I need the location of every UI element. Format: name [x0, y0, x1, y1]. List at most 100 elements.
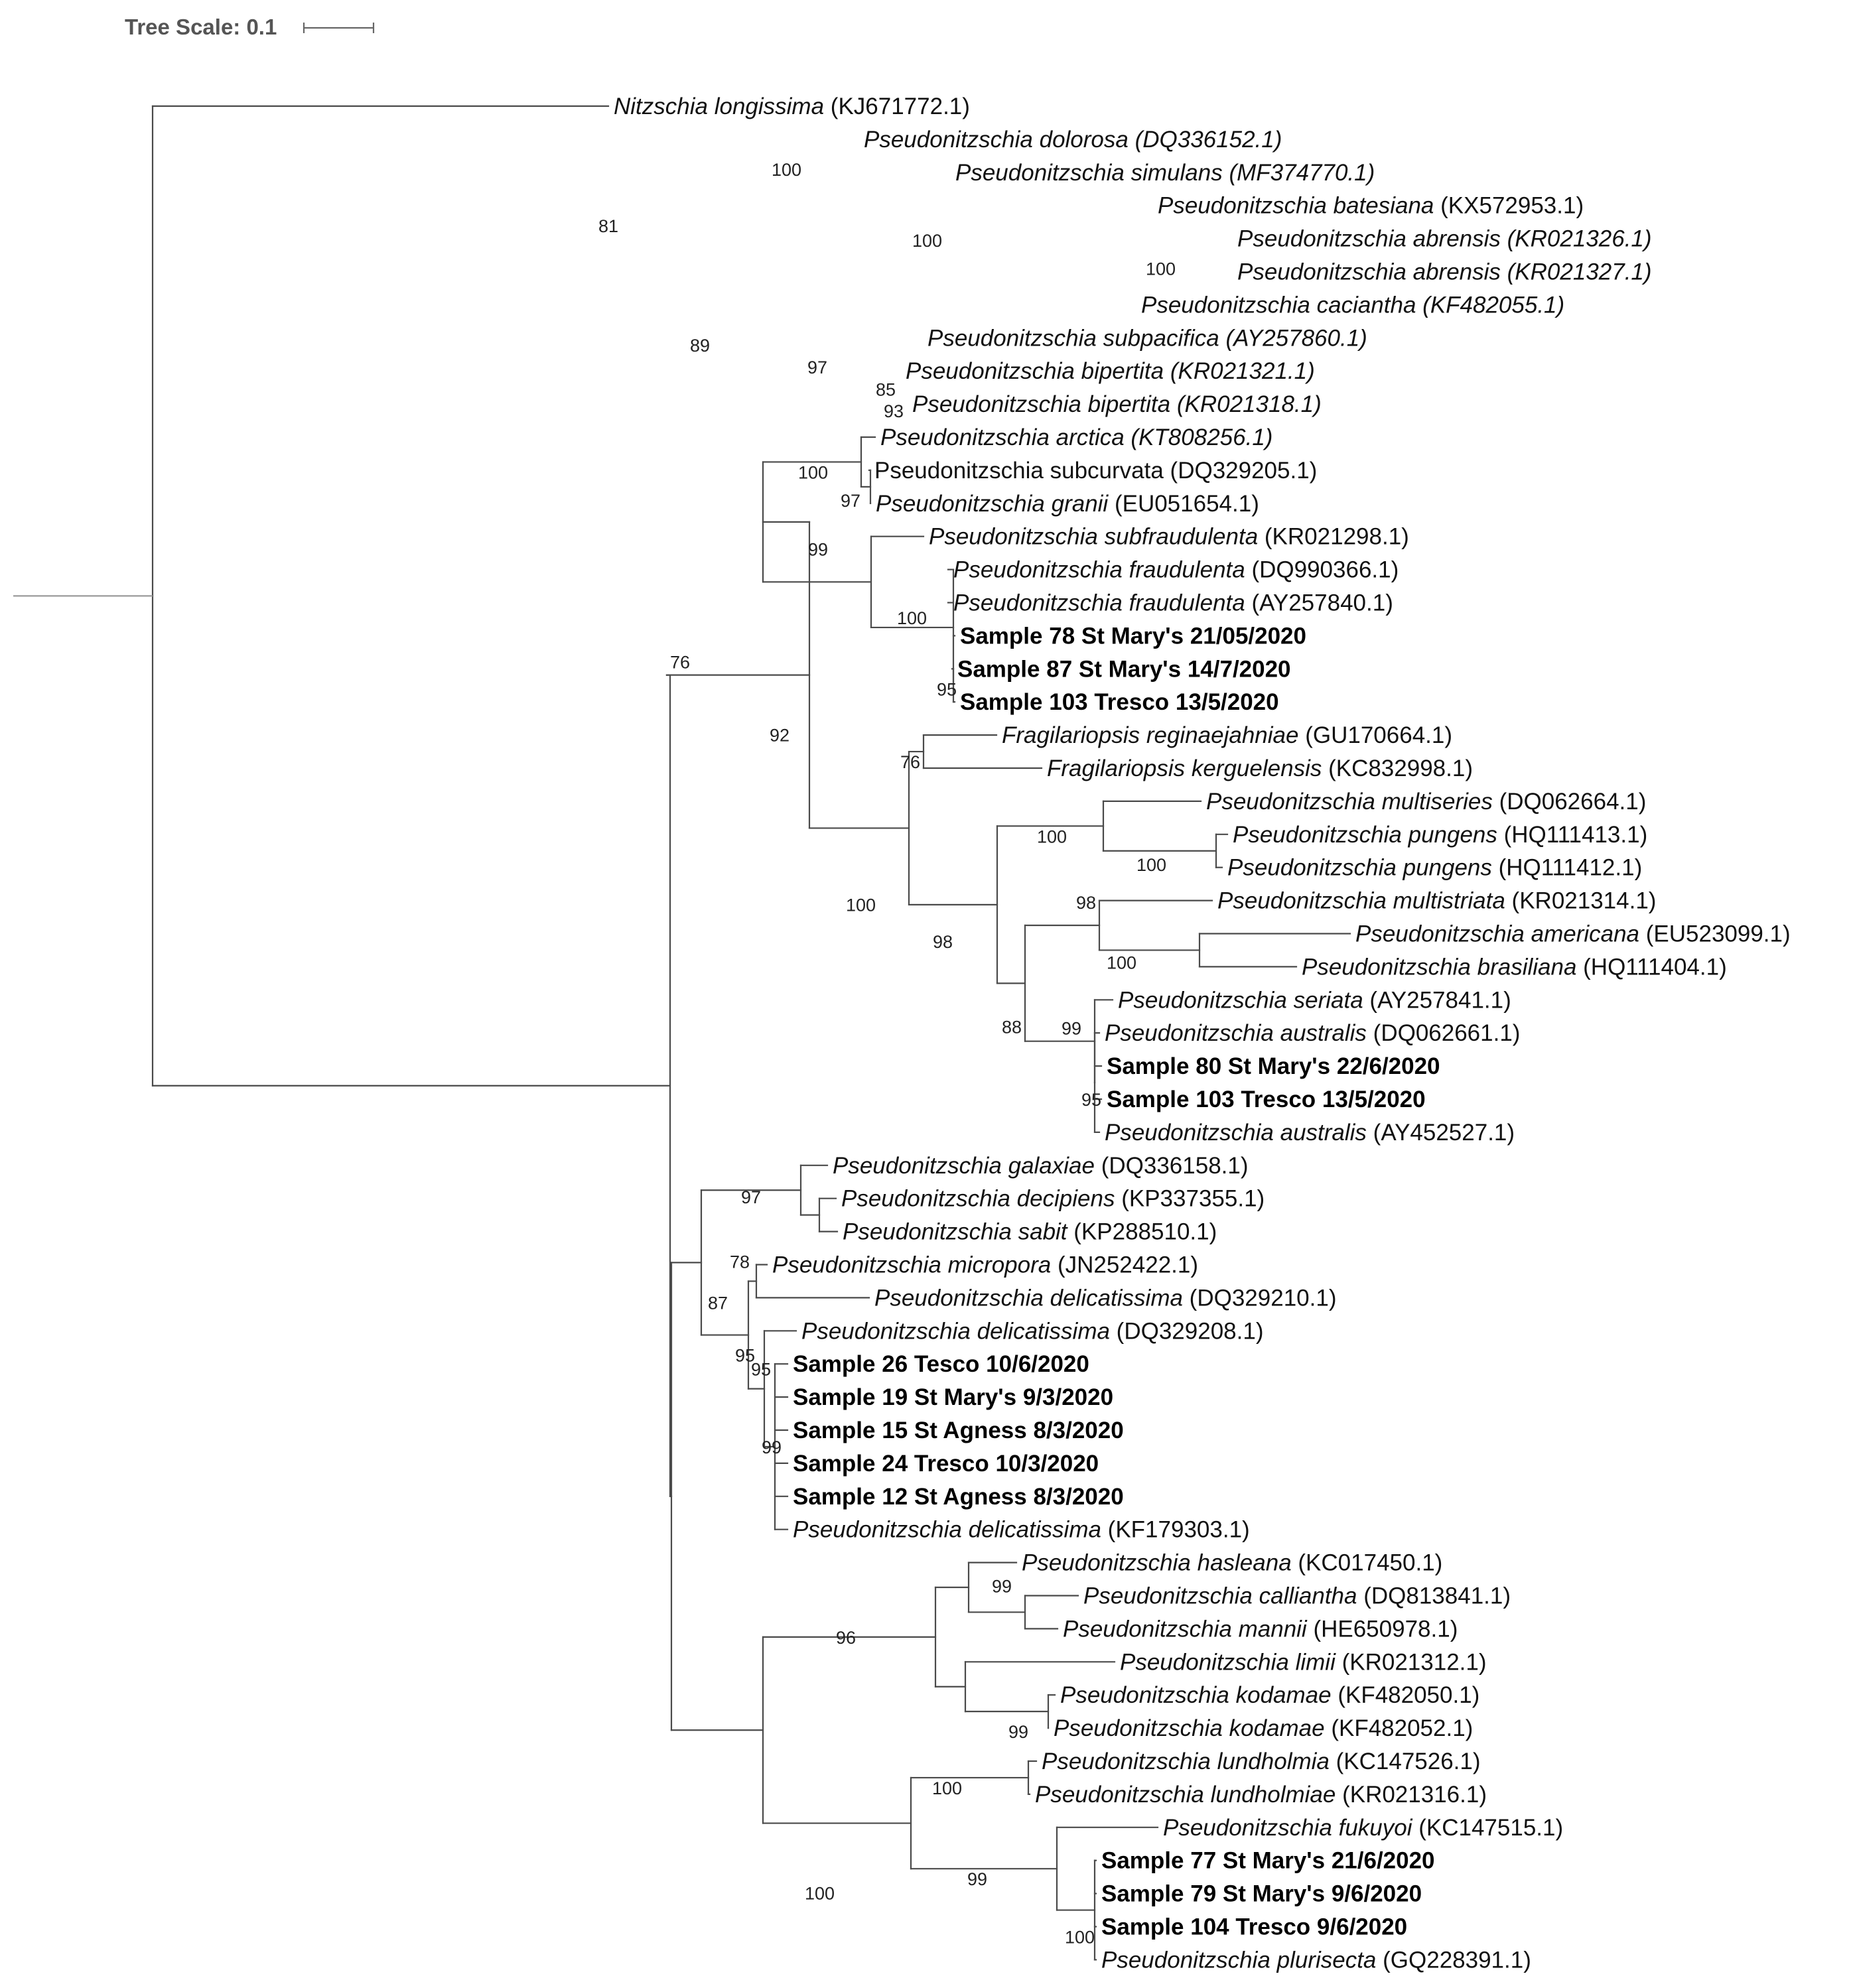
accession-number: (EU523099.1) — [1639, 921, 1791, 947]
sample-label: Sample 104 Tresco 9/6/2020 — [1101, 1914, 1407, 1940]
accession-number: (HQ111413.1) — [1497, 822, 1647, 848]
accession-number: (JN252422.1) — [1051, 1252, 1198, 1278]
accession-number: (KR021298.1) — [1258, 524, 1409, 550]
taxon-label: Pseudonitzschia multiseries (DQ062664.1) — [1206, 789, 1646, 815]
species-name: Pseudonitzschia calliantha — [1083, 1583, 1357, 1609]
species-name: Pseudonitzschia delicatissima — [801, 1318, 1110, 1344]
taxon-labels: Nitzschia longissima (KJ671772.1) Pseudon… — [614, 94, 1791, 1973]
species-name: Pseudonitzschia delicatissima — [874, 1285, 1183, 1311]
species-name: Pseudonitzschia batesiana — [1158, 193, 1434, 219]
accession-number: (KF482055.1) — [1416, 292, 1564, 318]
bootstrap-value: 97 — [841, 491, 860, 511]
bootstrap-value: 100 — [772, 160, 801, 180]
taxon-label: Pseudonitzschia calliantha (DQ813841.1) — [1083, 1583, 1511, 1609]
species-name: Pseudonitzschia bipertita — [912, 391, 1170, 417]
species-name: Pseudonitzschia simulans — [955, 160, 1223, 186]
accession-number: (KP288510.1) — [1067, 1219, 1217, 1245]
bootstrap-value: 76 — [900, 752, 920, 772]
taxon-label: Pseudonitzschia dolorosa (DQ336152.1) — [864, 127, 1282, 153]
taxon-label: Pseudonitzschia caciantha (KF482055.1) — [1141, 292, 1564, 318]
accession-number: (KC147515.1) — [1412, 1815, 1564, 1841]
taxon-label: Pseudonitzschia brasiliana (HQ111404.1) — [1302, 954, 1727, 980]
bootstrap-value: 100 — [932, 1778, 962, 1798]
accession-number: (AY257841.1) — [1363, 987, 1511, 1013]
accession-number: (HQ111412.1) — [1492, 855, 1642, 881]
species-name: Pseudonitzschia sabit — [843, 1219, 1068, 1245]
species-name: Pseudonitzschia kodamae — [1054, 1715, 1325, 1741]
taxon-label: Pseudonitzschia kodamae (KF482052.1) — [1054, 1715, 1473, 1741]
species-name: Nitzschia longissima — [614, 94, 824, 119]
species-name: Pseudonitzschia subpacifica — [927, 325, 1219, 351]
accession-number: (GQ228391.1) — [1376, 1947, 1531, 1973]
taxon-label: Pseudonitzschia americana (EU523099.1) — [1355, 921, 1791, 947]
taxon-label: Fragilariopsis kerguelensis (KC832998.1) — [1047, 756, 1473, 781]
species-name: Pseudonitzschia plurisecta — [1101, 1947, 1376, 1973]
accession-number: (KJ671772.1) — [824, 94, 970, 119]
bootstrap-support-values: 1008189100100978593100977699100959276100… — [598, 160, 1176, 1948]
sample-label: Sample 79 St Mary's 9/6/2020 — [1101, 1881, 1422, 1907]
accession-number: (DQ329205.1) — [1164, 458, 1318, 484]
bootstrap-value: 100 — [1107, 953, 1136, 972]
species-name: Pseudonitzschia seriata — [1118, 987, 1363, 1013]
taxon-label: Pseudonitzschia delicatissima (DQ329208.… — [801, 1318, 1263, 1344]
sample-label: Sample 15 St Agness 8/3/2020 — [793, 1418, 1124, 1443]
accession-number: (DQ062661.1) — [1367, 1020, 1521, 1046]
species-name: Pseudonitzschia americana — [1355, 921, 1639, 947]
taxon-label: Pseudonitzschia australis (DQ062661.1) — [1105, 1020, 1520, 1046]
bootstrap-value: 99 — [1062, 1019, 1081, 1039]
species-name: Pseudonitzschia decipiens — [841, 1186, 1115, 1212]
taxon-label: Pseudonitzschia pungens (HQ111413.1) — [1233, 822, 1647, 848]
bootstrap-value: 92 — [770, 726, 789, 746]
taxon-label: Pseudonitzschia kodamae (KF482050.1) — [1060, 1682, 1479, 1708]
tree-scale-label: Tree Scale: 0.1 — [125, 15, 277, 39]
accession-number: (KC017450.1) — [1292, 1550, 1443, 1576]
taxon-label: Pseudonitzschia decipiens (KP337355.1) — [841, 1186, 1265, 1212]
accession-number: (KR021312.1) — [1336, 1649, 1487, 1675]
sample-label: Sample 12 St Agness 8/3/2020 — [793, 1484, 1124, 1510]
sample-label: Sample 103 Tresco 13/5/2020 — [1107, 1087, 1426, 1112]
species-name: Pseudonitzschia pungens — [1233, 822, 1497, 848]
species-name: Pseudonitzschia multiseries — [1206, 789, 1493, 815]
sample-label: Sample 103 Tresco 13/5/2020 — [960, 689, 1279, 715]
taxon-label: Pseudonitzschia pungens (HQ111412.1) — [1227, 855, 1642, 881]
bootstrap-value: 99 — [762, 1437, 782, 1457]
accession-number: (KC832998.1) — [1322, 756, 1473, 781]
species-name: Pseudonitzschia brasiliana — [1302, 954, 1576, 980]
accession-number: (AY452527.1) — [1367, 1120, 1515, 1146]
bootstrap-value: 89 — [690, 336, 710, 356]
species-name: Pseudonitzschia pungens — [1227, 855, 1492, 881]
species-name: Pseudonitzschia granii — [876, 491, 1109, 517]
tree-scale-legend: Tree Scale: 0.1 — [125, 15, 375, 39]
accession-number: (DQ329210.1) — [1183, 1285, 1337, 1311]
species-name: Pseudonitzschia galaxiae — [833, 1153, 1095, 1179]
bootstrap-value: 98 — [933, 932, 953, 952]
species-name: Pseudonitzschia micropora — [772, 1252, 1051, 1278]
species-name: Pseudonitzschia delicatissima — [793, 1517, 1101, 1543]
bootstrap-value: 85 — [876, 380, 896, 400]
sample-label: Sample 77 St Mary's 21/6/2020 — [1101, 1848, 1435, 1874]
bootstrap-value: 100 — [798, 462, 828, 482]
taxon-label: Pseudonitzschia limii (KR021312.1) — [1120, 1649, 1487, 1675]
taxon-label: Pseudonitzschia abrensis (KR021327.1) — [1237, 259, 1652, 285]
accession-number: (DQ336158.1) — [1095, 1153, 1249, 1179]
sample-label: Sample 87 St Mary's 14/7/2020 — [957, 656, 1291, 682]
bootstrap-value: 100 — [897, 608, 927, 628]
sample-label: Sample 80 St Mary's 22/6/2020 — [1107, 1053, 1440, 1079]
species-name: Pseudonitzschia caciantha — [1141, 292, 1416, 318]
accession-number: (DQ813841.1) — [1357, 1583, 1511, 1609]
bootstrap-value: 78 — [730, 1252, 750, 1272]
bootstrap-value: 95 — [937, 679, 957, 699]
bootstrap-value: 99 — [967, 1869, 987, 1889]
bootstrap-value: 100 — [1037, 827, 1067, 846]
species-name: Pseudonitzschia limii — [1120, 1649, 1336, 1675]
taxon-label: Pseudonitzschia subfraudulenta (KR021298… — [929, 524, 1409, 550]
species-name: Pseudonitzschia lundholmia — [1042, 1749, 1330, 1774]
bootstrap-value: 76 — [670, 653, 690, 673]
species-name: Pseudonitzschia subfraudulenta — [929, 524, 1258, 550]
bootstrap-value: 98 — [1076, 893, 1096, 913]
species-name: Pseudonitzschia bipertita — [906, 358, 1164, 384]
taxon-label: Pseudonitzschia batesiana (KX572953.1) — [1158, 193, 1584, 219]
taxon-label: Pseudonitzschia lundholmiae (KR021316.1) — [1035, 1782, 1487, 1808]
bootstrap-value: 93 — [884, 401, 904, 421]
